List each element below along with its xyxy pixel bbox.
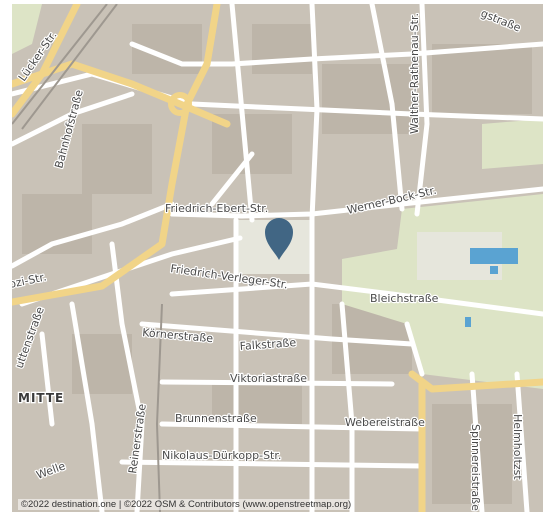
map-attribution[interactable]: ©2022 destination.one | ©2022 OSM & Cont… bbox=[18, 499, 355, 510]
label-falkstrasse: Falkstraße bbox=[239, 336, 296, 353]
label-walther-rathenau-str: Walther-Rathenau-Str. bbox=[408, 13, 421, 134]
label-viktoriastrasse: Viktoriastraße bbox=[230, 372, 307, 385]
water-pond-small bbox=[490, 266, 498, 274]
label-friedrich-ebert-str: Friedrich-Ebert-Str. bbox=[165, 202, 268, 215]
building-blocks bbox=[22, 24, 532, 504]
major-roads bbox=[12, 4, 543, 512]
label-mitte: MITTE bbox=[18, 391, 64, 405]
map-canvas[interactable]: Lücker-Str. Bahnhofstraße Walther-Rathen… bbox=[12, 4, 543, 512]
park-area-north bbox=[482, 119, 543, 169]
label-spinnereistrasse: Spinnereistraße bbox=[469, 424, 482, 511]
park-area-left bbox=[12, 4, 42, 54]
water-pond bbox=[470, 248, 518, 264]
label-brunnenstrasse: Brunnenstraße bbox=[175, 412, 257, 425]
roundabout bbox=[168, 92, 192, 116]
water-fountain bbox=[465, 317, 471, 327]
label-bleichstrasse: Bleichstraße bbox=[370, 292, 439, 305]
label-webereistrasse: Webereistraße bbox=[345, 416, 425, 429]
label-helmholtzstrasse: Helmholtzst bbox=[511, 414, 524, 480]
map-pin-icon[interactable] bbox=[265, 218, 293, 260]
label-nikolaus-duerkopp-str: Nikolaus-Dürkopp-Str. bbox=[162, 449, 281, 462]
map-view[interactable]: Lücker-Str. Bahnhofstraße Walther-Rathen… bbox=[12, 4, 543, 512]
minor-roads bbox=[12, 4, 543, 512]
railway-lines bbox=[12, 4, 163, 512]
